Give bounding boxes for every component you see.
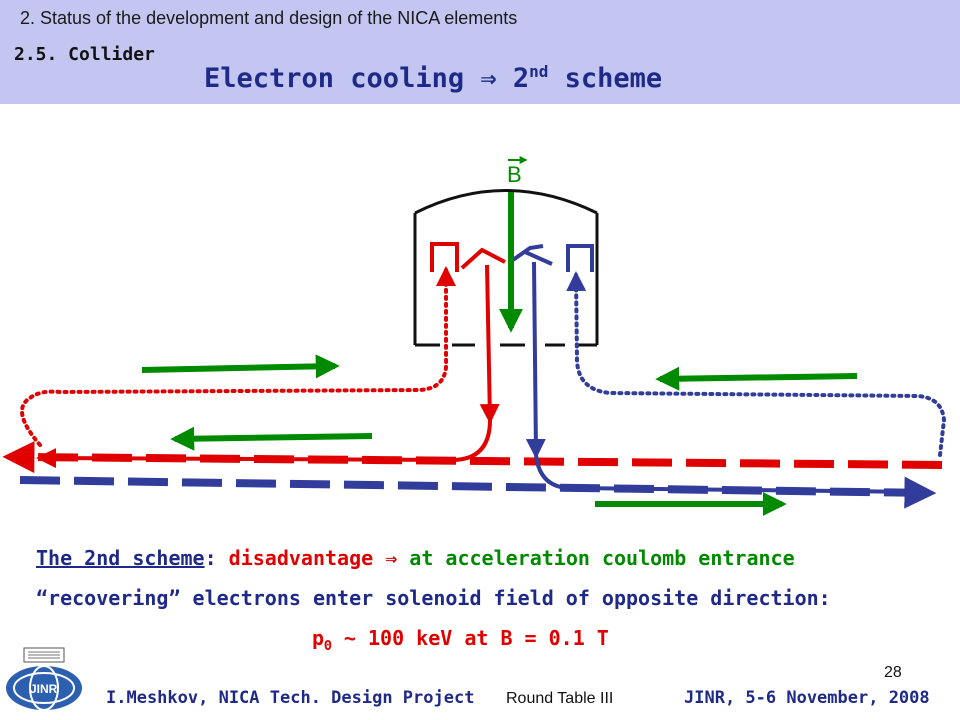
page-number: 28 <box>884 664 902 681</box>
disadvantage-detail: at acceleration coulomb entrance <box>397 546 795 570</box>
blue-electron-path <box>525 261 546 459</box>
jinr-logo-text: JINR <box>30 682 58 696</box>
jinr-logo: JINR <box>6 647 82 711</box>
red-electrode <box>430 242 459 272</box>
green-arrow-lower-left <box>170 426 373 451</box>
formula-rest: ~ 100 keV at B = 0.1 T <box>331 626 609 650</box>
title-arrow: ⇒ <box>480 63 497 94</box>
title-end: scheme <box>548 63 663 94</box>
red-anode <box>460 247 506 270</box>
footer-author: I.Meshkov, NICA Tech. Design Project <box>106 688 475 708</box>
slide-header: 2. Status of the development and design … <box>0 0 960 104</box>
red-ion-beam <box>2 441 943 474</box>
scheme-colon: : <box>204 546 229 570</box>
footer-event: Round Table III <box>506 690 614 707</box>
formula-p: p <box>312 626 325 650</box>
red-dotted-loop <box>20 266 456 447</box>
solenoid-housing <box>413 189 599 347</box>
energy-formula: pΘ ~ 100 keV at B = 0.1 T <box>312 626 609 654</box>
recovering-statement: “recovering” electrons enter solenoid fi… <box>36 586 831 610</box>
formula-subscript: Θ <box>324 639 332 654</box>
slide-title: Electron cooling ⇒ 2nd scheme <box>204 62 662 94</box>
title-number: 2 <box>496 63 530 94</box>
title-ordinal: nd <box>529 62 549 81</box>
electron-cooling-diagram: B <box>2 156 947 516</box>
subsection-title: 2.5. Collider <box>14 44 155 65</box>
footer-location-date: JINR, 5-6 November, 2008 <box>684 688 930 708</box>
blue-ion-beam <box>19 476 937 509</box>
blue-anode <box>508 244 553 266</box>
section-title: 2. Status of the development and design … <box>20 8 518 28</box>
title-main: Electron cooling <box>204 63 481 94</box>
scheme-statement: The 2nd scheme: disadvantage ⇒ at accele… <box>36 546 795 570</box>
scheme-label: The 2nd scheme <box>36 546 205 570</box>
blue-electrode <box>566 244 594 272</box>
field-label-b: B <box>507 162 522 187</box>
implies-arrow: ⇒ <box>385 546 398 570</box>
blue-dotted-loop <box>566 271 947 457</box>
green-arrow-upper-left <box>141 354 340 379</box>
disadvantage-label: disadvantage <box>228 546 386 570</box>
red-electron-path <box>479 264 500 424</box>
green-arrow-upper-right <box>655 366 858 391</box>
